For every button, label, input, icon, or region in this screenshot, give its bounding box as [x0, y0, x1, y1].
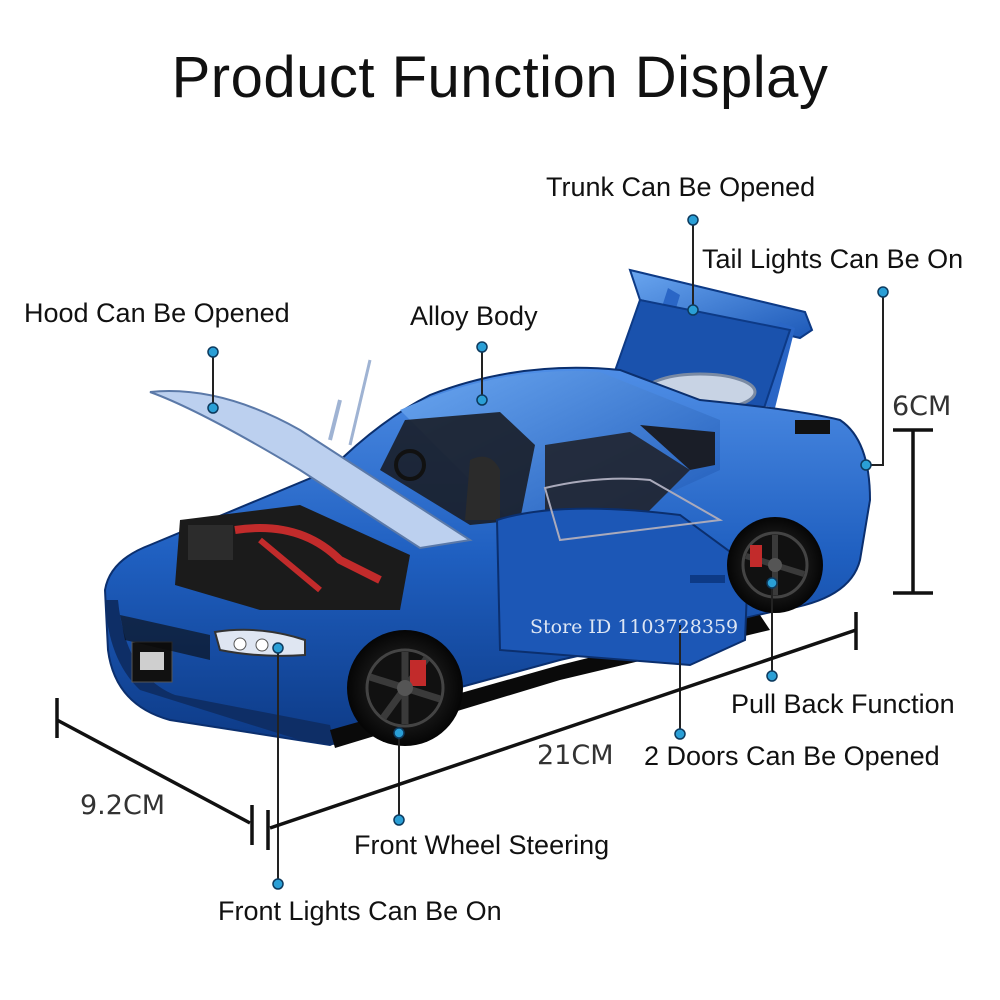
pull-back-label: Pull Back Function	[731, 689, 955, 719]
trunk-label: Trunk Can Be Opened	[546, 172, 816, 202]
page-title: Product Function Display	[171, 45, 829, 110]
length-dimension: 21CM	[537, 740, 614, 771]
front-lights-label: Front Lights Can Be On	[218, 896, 502, 926]
alloy-body-label: Alloy Body	[410, 301, 538, 331]
doors-label: 2 Doors Can Be Opened	[644, 741, 940, 771]
height-dimension: 6CM	[892, 391, 952, 422]
store-watermark: Store ID 1103728359	[530, 616, 739, 638]
front-wheel-label: Front Wheel Steering	[354, 830, 610, 860]
hood-label: Hood Can Be Opened	[24, 298, 290, 328]
tail-lights-label: Tail Lights Can Be On	[702, 244, 964, 274]
front-wheel	[347, 630, 463, 746]
width-dimension: 9.2CM	[80, 790, 166, 821]
rear-wheel	[727, 517, 823, 613]
